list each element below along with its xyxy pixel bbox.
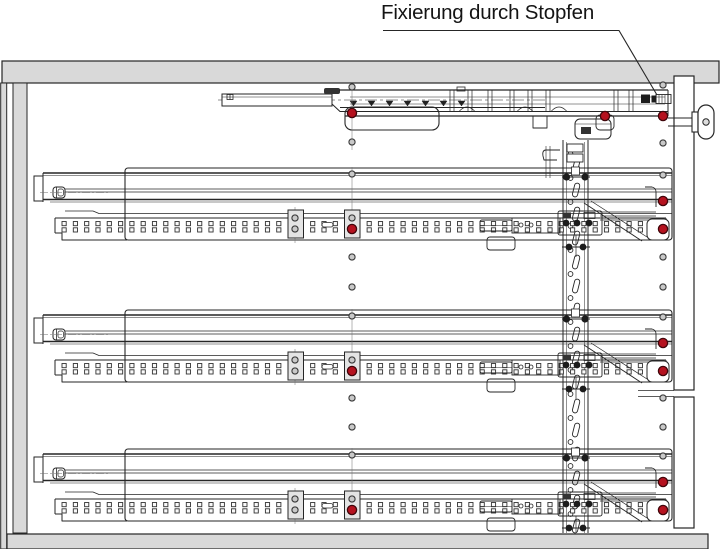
red-plug-marker	[657, 476, 669, 488]
rail-group	[33, 308, 673, 399]
rail-groups	[33, 166, 673, 532]
red-plug-marker	[657, 195, 669, 207]
screw-hole-marker	[659, 253, 667, 261]
screw-hole-marker	[348, 394, 356, 402]
red-plug-marker	[346, 107, 358, 119]
red-plug-marker	[657, 110, 669, 122]
screw-hole-marker	[291, 356, 299, 364]
cabinet-frame	[0, 60, 720, 549]
screw-hole-marker	[348, 253, 356, 261]
screw-hole-marker	[348, 312, 356, 320]
screw-hole-marker	[348, 495, 356, 503]
screw-hole-marker	[659, 452, 667, 460]
screw-hole-marker	[291, 506, 299, 514]
screw-hole-marker	[291, 214, 299, 222]
red-plug-marker	[346, 365, 358, 377]
right-front-panels	[638, 75, 715, 529]
screw-hole-marker	[348, 283, 356, 291]
screw-hole-marker	[659, 283, 667, 291]
screw-hole-marker	[291, 225, 299, 233]
screw-hole-marker	[659, 423, 667, 431]
screw-hole-marker	[348, 83, 356, 91]
red-plug-marker	[346, 223, 358, 235]
red-plug-marker	[346, 504, 358, 516]
screw-hole-marker	[348, 170, 356, 178]
screw-hole-marker	[659, 394, 667, 402]
screw-hole-marker	[659, 139, 667, 147]
rail-group	[33, 447, 673, 532]
screw-hole-marker	[348, 451, 356, 459]
screw-hole-marker	[659, 81, 667, 89]
red-plug-marker	[657, 504, 669, 516]
annotation-label: Fixierung durch Stopfen	[381, 1, 595, 24]
screw-hole-marker	[348, 356, 356, 364]
red-plug-marker	[599, 110, 611, 122]
rail-group	[33, 166, 673, 257]
red-plug-marker	[657, 365, 669, 377]
screw-hole-marker	[348, 423, 356, 431]
screw-hole-marker	[659, 313, 667, 321]
screw-hole-marker	[659, 171, 667, 179]
leader-line	[383, 29, 658, 96]
red-plug-marker	[657, 337, 669, 349]
screw-hole-marker	[348, 138, 356, 146]
markers	[291, 81, 669, 516]
red-plug-marker	[657, 223, 669, 235]
top-pullout-rail	[218, 84, 672, 150]
screw-hole-marker	[291, 495, 299, 503]
screw-hole-marker	[348, 214, 356, 222]
screw-hole-marker	[291, 367, 299, 375]
